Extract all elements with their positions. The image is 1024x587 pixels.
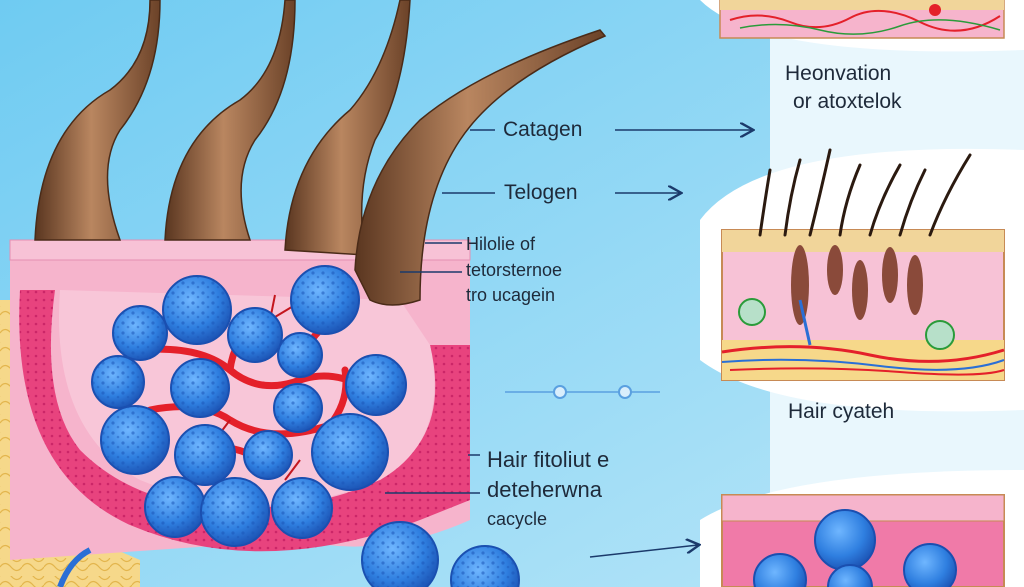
skin-cross-section-top <box>719 0 1005 39</box>
label-hair-fitoliut-line2: deteherwna <box>487 477 602 502</box>
label-telogen: Telogen <box>504 181 578 204</box>
cell-texture <box>92 266 519 587</box>
label-hilolie-line2: tetorsternoe <box>466 260 563 280</box>
nerve-fiber <box>57 547 92 587</box>
label-heonvation-line2: or atoxtelok <box>793 90 902 113</box>
hair-shaft-2 <box>164 0 296 241</box>
capillaries <box>214 294 301 481</box>
hair-shafts <box>34 0 607 306</box>
hair-shaft-1 <box>34 0 161 241</box>
hair-shaft-4 <box>354 29 607 306</box>
label-hair-fitoliut-line1: Hair fitoliut e <box>487 447 610 472</box>
skin-cross-section-bottom <box>721 494 1005 587</box>
label-hair-cyateh: Hair cyateh <box>788 400 895 423</box>
slider-dot <box>618 385 632 399</box>
slider-dot <box>553 385 567 399</box>
label-hilolie-line1: Hilolie of <box>466 234 536 254</box>
connector-lines <box>385 130 752 558</box>
label-hair-fitoliut-line3: cacycle <box>487 509 548 529</box>
label-heonvation-line1: Heonvation <box>785 62 892 85</box>
hair-shaft-3 <box>284 0 411 256</box>
skin-cross-section-middle <box>721 148 1005 381</box>
label-catagen: Catagen <box>503 118 583 141</box>
label-hilolie-line3: tro ucagein <box>466 285 556 305</box>
